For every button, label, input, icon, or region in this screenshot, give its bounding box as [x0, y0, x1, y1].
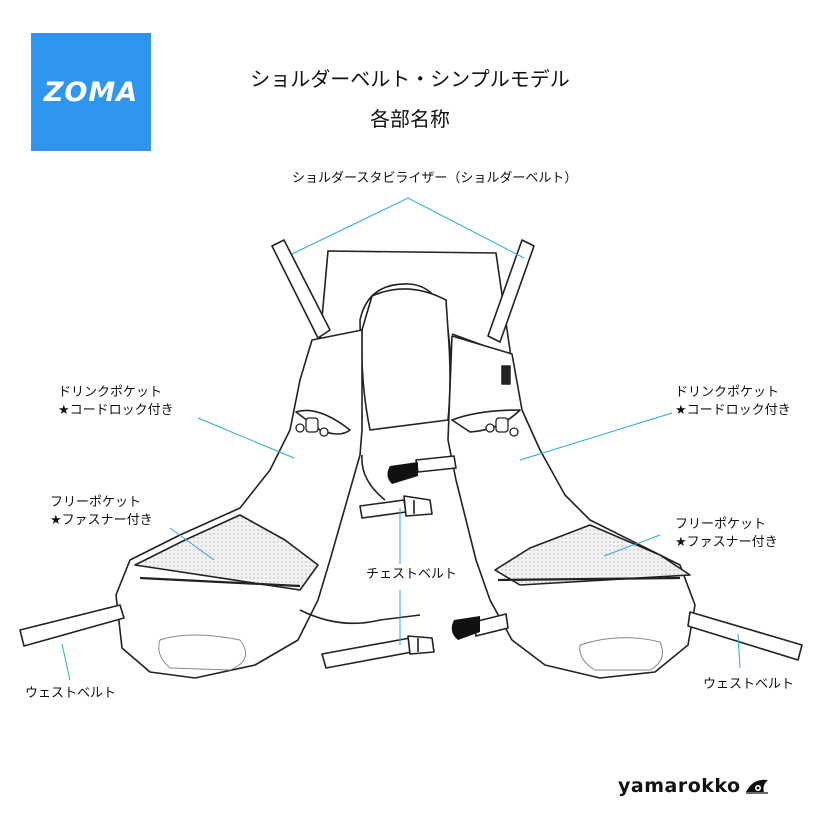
buckle-upper-male — [403, 495, 433, 517]
buckle-lower-male — [407, 635, 435, 655]
label-drink-right-note: ★コードロック付き — [675, 403, 791, 418]
label-chest-belt: チェストベルト — [366, 567, 458, 582]
left-lower-pad — [158, 634, 247, 671]
label-free-pocket-right: フリーポケット ★ファスナー付き — [675, 516, 778, 552]
page-subtitle: 各部名称 — [370, 107, 450, 131]
free-left-leader — [169, 527, 215, 561]
chest-belt-lower — [321, 637, 413, 669]
chest-belt-upper-right — [415, 455, 457, 473]
right-zipper — [497, 576, 681, 582]
label-free-pocket-left: フリーポケット ★ファスナー付き — [50, 494, 153, 530]
right-stabilizer-strap — [487, 239, 535, 343]
label-waist-belt-left: ウェストベルト — [25, 686, 117, 701]
brand-tab — [501, 365, 511, 385]
buckle-lower-female — [451, 616, 480, 640]
back-cutout — [360, 288, 451, 431]
chest-connector — [361, 454, 386, 501]
left-zipper — [139, 576, 301, 588]
page-title: ショルダーベルト・シンプルモデル — [250, 67, 570, 91]
zoma-logo: ZOMA — [31, 33, 151, 151]
stabilizer-leader — [291, 197, 525, 259]
label-drink-right-name: ドリンクポケット — [675, 385, 780, 400]
label-drink-left-note: ★コードロック付き — [58, 403, 174, 418]
label-waist-belt-right: ウェストベルト — [703, 677, 795, 692]
label-free-left-name: フリーポケット — [50, 495, 142, 510]
label-free-left-note: ★ファスナー付き — [50, 513, 153, 528]
waist-left-leader — [61, 643, 71, 681]
label-drink-left-name: ドリンクポケット — [58, 385, 163, 400]
left-shoulder-panel — [115, 329, 363, 679]
drink-right-leader — [519, 412, 673, 461]
right-mesh-pocket — [494, 524, 691, 586]
waist-right-leader — [737, 633, 741, 669]
label-drink-pocket-left: ドリンクポケット ★コードロック付き — [58, 384, 174, 420]
label-drink-pocket-right: ドリンクポケット ★コードロック付き — [675, 384, 791, 420]
right-drink-opening — [451, 409, 521, 433]
free-right-leader — [603, 534, 661, 557]
wave-eye-icon — [745, 779, 768, 794]
brand-text: yamarokko — [618, 775, 741, 797]
right-lower-pad — [579, 637, 663, 671]
right-shoulder-panel — [447, 335, 696, 679]
left-waist-belt — [19, 604, 125, 647]
right-cord-lock — [485, 417, 519, 437]
vest-outline — [19, 239, 803, 679]
chest-webbing-curve — [299, 609, 421, 625]
label-free-right-name: フリーポケット — [675, 517, 767, 532]
leader-lines — [61, 197, 741, 681]
drink-left-leader — [197, 417, 295, 459]
chest-belt-upper — [359, 499, 407, 519]
right-waist-belt — [687, 611, 803, 661]
label-stabilizer: ショルダースタビライザー（ショルダーベルト） — [292, 171, 578, 186]
left-stabilizer-strap — [271, 239, 331, 339]
left-cord-lock — [295, 417, 329, 437]
brand-footer: yamarokko — [618, 775, 770, 797]
buckle-upper-female — [387, 462, 418, 484]
left-mesh-pocket — [134, 514, 319, 591]
label-free-right-note: ★ファスナー付き — [675, 535, 778, 550]
logo-text: ZOMA — [43, 76, 139, 108]
